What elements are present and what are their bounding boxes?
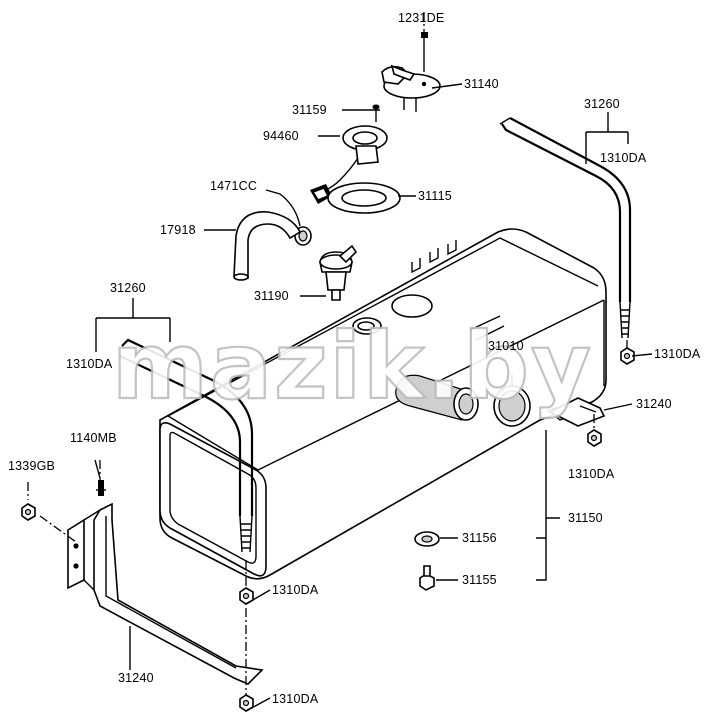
label-31260-left: 31260 [110,281,146,295]
label-31240-left: 31240 [118,671,154,685]
strap-left [119,338,254,553]
washer-31156 [414,531,440,547]
hose-17918 [233,211,302,281]
label-31115: 31115 [418,189,452,203]
label-1231de: 1231DE [398,11,444,25]
label-1339gb: 1339GB [8,459,55,473]
label-31140: 31140 [464,77,499,91]
label-1471cc: 1471CC [210,179,257,193]
label-31190: 31190 [254,289,289,303]
leader-lines [94,83,653,712]
label-1310da-bottom-2: 1310DA [272,692,319,706]
nut-bottom-1 [239,587,254,605]
label-1140mb: 1140MB [70,431,117,445]
label-1310da-right-nut: 1310DA [654,347,701,361]
nut-1339gb [21,503,36,521]
filler-cap [493,385,531,427]
label-94460: 94460 [263,129,299,143]
center-lines [27,12,628,695]
bracket-left [67,480,264,685]
part-labels: 1231DE 31140 31159 94460 1471CC 31115 17… [8,11,701,706]
label-1310da-left-top: 1310DA [66,357,113,371]
label-31010: 31010 [488,339,524,353]
gasket-31115 [327,182,401,214]
fuel-sender [310,125,388,204]
label-31159: 31159 [292,103,327,117]
strap-right [499,117,632,339]
label-1310da-bottom-1: 1310DA [272,583,319,597]
label-31240-right: 31240 [636,397,672,411]
label-31155: 31155 [462,573,497,587]
label-17918: 17918 [160,223,196,237]
label-31150: 31150 [568,511,603,525]
fuel-tank [159,228,607,580]
bolt-31155 [419,565,435,591]
nut-right-lower [587,429,602,447]
vent-valve [319,244,358,301]
watermark: mazik.by [112,313,593,420]
label-31156: 31156 [462,531,497,545]
screw-31159 [372,104,380,122]
fuel-pump-plate [381,64,441,112]
label-1310da-right-top: 1310DA [600,151,647,165]
filler-neck [395,374,479,421]
bolt-1231de [421,32,428,72]
label-31260-right: 31260 [584,97,620,111]
bracket-right [548,397,606,427]
label-1310da-right-lower: 1310DA [568,467,615,481]
